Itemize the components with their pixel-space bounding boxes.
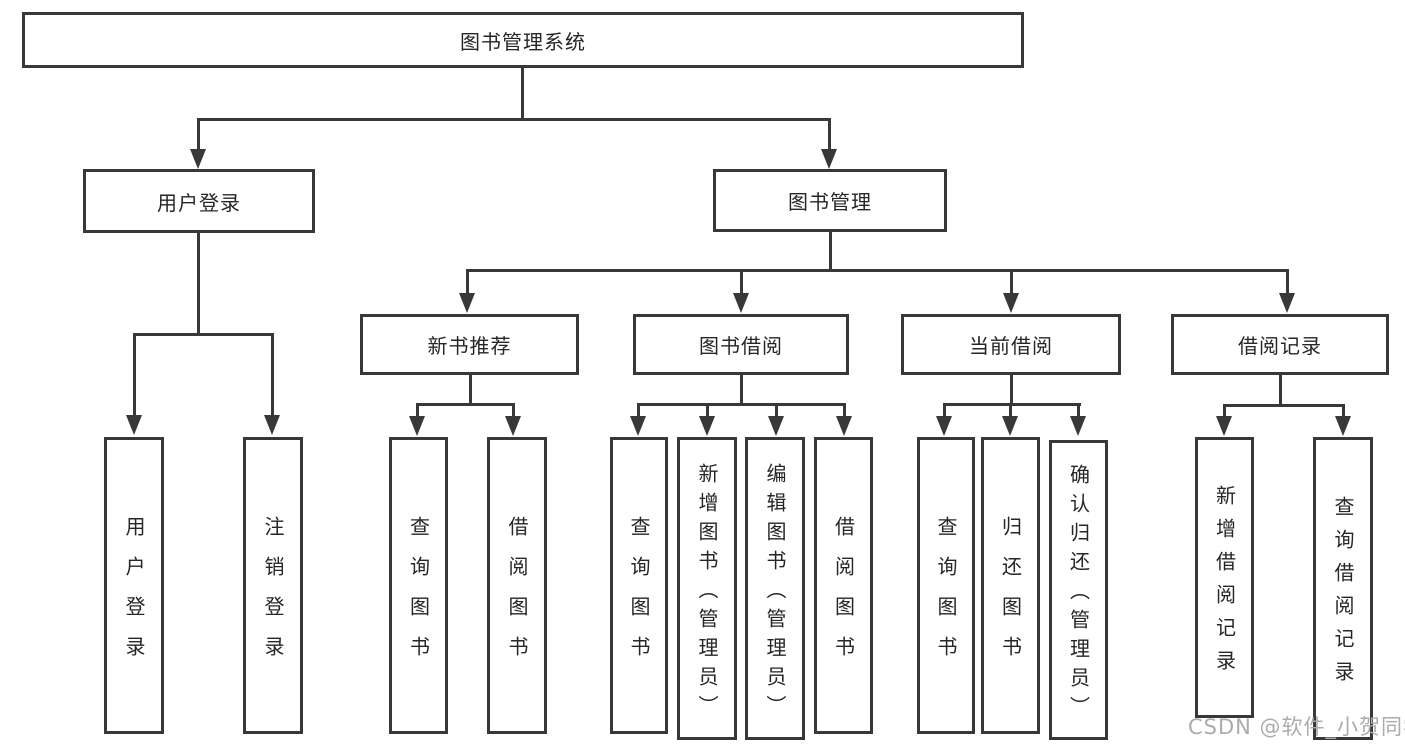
node-library-system: 图书管理系统	[22, 12, 1024, 68]
connector-records-bar	[1223, 404, 1344, 407]
leaf-label: 借阅图书	[505, 515, 529, 676]
arrowhead-down-icon	[1335, 416, 1351, 436]
connector-drop	[133, 333, 136, 417]
connector-drop	[1009, 403, 1012, 418]
connector-drop	[1286, 269, 1289, 295]
connector-recommend-bar	[416, 403, 515, 406]
leaf-query-borrow-record: 查询借阅记录	[1313, 437, 1373, 740]
arrowhead-down-icon	[264, 415, 280, 435]
arrowhead-down-icon	[1279, 293, 1295, 313]
arrowhead-down-icon	[821, 149, 837, 169]
leaf-borrow-books-recommend: 借阅图书	[487, 437, 547, 734]
connector-userlogin-trunk	[197, 232, 200, 336]
leaf-query-books-borrow: 查询图书	[610, 437, 668, 734]
arrowhead-down-icon	[1070, 416, 1086, 436]
connector-drop	[197, 118, 200, 150]
connector-drop	[706, 403, 709, 418]
leaf-edit-book-admin: 编辑图书（管理员）	[745, 437, 805, 740]
connector-drop	[416, 403, 419, 418]
connector-drop	[843, 403, 846, 418]
leaf-label: 注销登录	[261, 515, 285, 676]
arrowhead-down-icon	[936, 416, 952, 436]
node-book-borrow: 图书借阅	[633, 314, 849, 375]
leaf-query-books-recommend: 查询图书	[389, 437, 448, 734]
arrowhead-down-icon	[630, 416, 646, 436]
node-book-management: 图书管理	[713, 169, 947, 232]
connector-root-trunk	[521, 68, 524, 119]
connector-drop	[1342, 404, 1345, 418]
arrowhead-down-icon	[505, 416, 521, 436]
leaf-label: 查询图书	[627, 515, 651, 676]
arrowhead-down-icon	[733, 293, 749, 313]
leaf-label: 查询图书	[406, 515, 431, 676]
leaf-label: 用户登录	[122, 515, 146, 676]
arrowhead-down-icon	[768, 416, 784, 436]
leaf-add-book-admin: 新增图书（管理员）	[677, 437, 737, 740]
leaf-user-login: 用户登录	[104, 437, 164, 734]
leaf-label: 新增图书（管理员）	[695, 462, 719, 724]
leaf-label: 新增借阅记录	[1212, 485, 1237, 683]
csdn-watermark: CSDN @软件_小贺同学	[1188, 715, 1405, 739]
connector-drop	[775, 403, 778, 418]
leaf-label: 借阅图书	[831, 515, 856, 676]
node-user-login: 用户登录	[83, 169, 315, 233]
leaf-borrow-books-borrow: 借阅图书	[814, 437, 873, 734]
connector-drop	[637, 403, 640, 418]
leaf-query-books-current: 查询图书	[917, 437, 975, 734]
connector-borrow-trunk	[740, 375, 743, 406]
connector-drop	[828, 118, 831, 150]
leaf-confirm-return-admin: 确认归还（管理员）	[1049, 440, 1108, 740]
connector-drop	[466, 269, 469, 295]
node-new-book-recommend: 新书推荐	[360, 314, 579, 375]
leaf-label: 编辑图书（管理员）	[763, 462, 787, 724]
arrowhead-down-icon	[1003, 293, 1019, 313]
arrowhead-down-icon	[126, 415, 142, 435]
connector-drop	[943, 403, 946, 418]
connector-drop	[1223, 404, 1226, 418]
leaf-label: 确认归还（管理员）	[1066, 464, 1091, 725]
arrowhead-down-icon	[190, 149, 206, 169]
connector-borrow-bar	[637, 403, 845, 406]
arrowhead-down-icon	[409, 416, 425, 436]
connector-records-trunk	[1279, 375, 1282, 407]
connector-drop	[512, 403, 515, 418]
leaf-label: 查询借阅记录	[1331, 496, 1355, 694]
leaf-label: 查询图书	[934, 515, 958, 676]
connector-drop	[1010, 269, 1013, 295]
connector-drop	[1077, 403, 1080, 418]
arrowhead-down-icon	[1216, 416, 1232, 436]
leaf-return-book: 归还图书	[981, 437, 1040, 734]
connector-root-bar	[197, 118, 831, 121]
arrowhead-down-icon	[836, 416, 852, 436]
connector-drop	[740, 269, 743, 295]
arrowhead-down-icon	[459, 293, 475, 313]
connector-current-trunk	[1010, 375, 1013, 406]
connector-bookmgmt-trunk	[829, 232, 832, 272]
connector-recommend-trunk	[469, 375, 472, 406]
connector-drop	[271, 333, 274, 417]
connector-userlogin-bar	[133, 333, 274, 336]
node-current-borrow: 当前借阅	[901, 314, 1121, 375]
node-borrow-records: 借阅记录	[1171, 314, 1389, 375]
arrowhead-down-icon	[1002, 416, 1018, 436]
connector-current-bar	[943, 403, 1081, 406]
connector-bookmgmt-bar	[466, 269, 1288, 272]
leaf-label: 归还图书	[998, 515, 1023, 676]
leaf-add-borrow-record: 新增借阅记录	[1195, 437, 1254, 718]
arrowhead-down-icon	[699, 416, 715, 436]
leaf-logout: 注销登录	[243, 437, 303, 734]
